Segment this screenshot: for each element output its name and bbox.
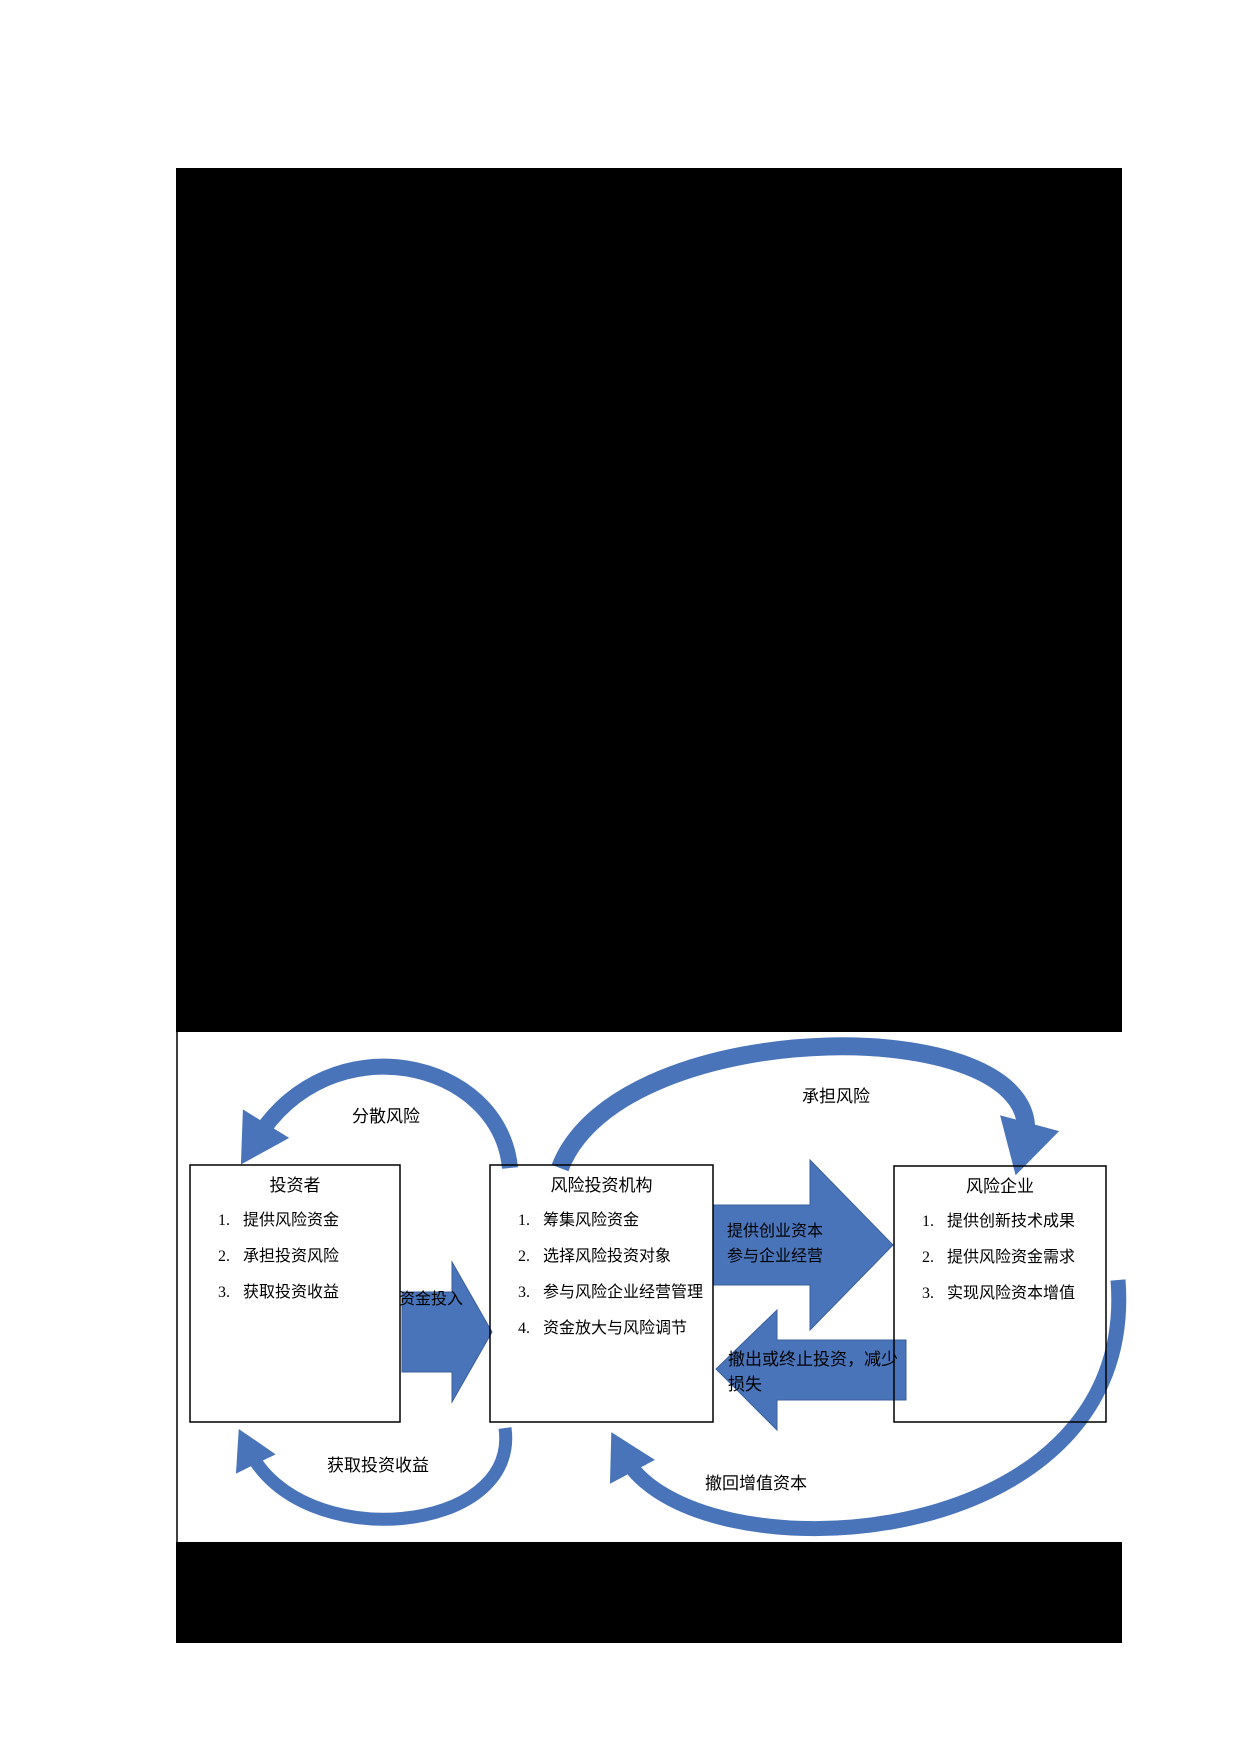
arc-withdraw-capital: [610, 1279, 1127, 1537]
box-investor: [189, 1164, 401, 1423]
label-provide-capital-line2: 参与企业经营: [727, 1248, 824, 1265]
list-item: 获取投资收益: [234, 1275, 400, 1311]
list-item: 筹集风险资金: [534, 1203, 713, 1239]
box-vc-firm-content: 风险投资机构 筹集风险资金 选择风险投资对象 参与风险企业经营管理 资金放大与风…: [490, 1165, 713, 1347]
box-vc-firm-list: 筹集风险资金 选择风险投资对象 参与风险企业经营管理 资金放大与风险调节: [490, 1203, 713, 1347]
label-gain-return: 获取投资收益: [327, 1456, 429, 1475]
list-item: 资金放大与风险调节: [534, 1311, 713, 1347]
arc-gain-return: [235, 1427, 513, 1526]
box-vc-firm-title: 风险投资机构: [550, 1176, 653, 1195]
label-capital-input: 资金投入: [399, 1291, 464, 1308]
list-item: 承担投资风险: [234, 1239, 400, 1275]
box-venture-title: 风险企业: [966, 1177, 1034, 1196]
label-provide-capital: 提供创业资本 参与企业经营: [727, 1219, 823, 1269]
label-withdraw-or-stop: 撤出或终止投资，减少损失: [728, 1350, 898, 1394]
label-provide-capital-line1: 提供创业资本: [727, 1223, 824, 1240]
list-item: 实现风险资本增值: [938, 1276, 1106, 1312]
box-venture-content: 风险企业 提供创新技术成果 提供风险资金需求 实现风险资本增值: [894, 1166, 1106, 1312]
arc-bear-risk: [551, 1037, 1060, 1176]
box-investor-title: 投资者: [269, 1176, 321, 1195]
redacted-block-bottom: [176, 1542, 1122, 1643]
list-item: 参与风险企业经营管理: [534, 1275, 713, 1311]
list-item: 选择风险投资对象: [534, 1239, 713, 1275]
list-item: 提供风险资金需求: [938, 1240, 1106, 1276]
list-item: 提供风险资金: [234, 1203, 400, 1239]
box-investor-list: 提供风险资金 承担投资风险 获取投资收益: [190, 1203, 400, 1311]
label-bear-risk: 承担风险: [802, 1087, 870, 1106]
list-item: 提供创新技术成果: [938, 1204, 1106, 1240]
redacted-block-top: [176, 168, 1122, 1032]
box-venture-list: 提供创新技术成果 提供风险资金需求 实现风险资本增值: [894, 1204, 1106, 1312]
label-withdraw-value-capital: 撤回增值资本: [705, 1474, 807, 1493]
arrow-provide-capital: [712, 1158, 894, 1332]
arrow-withdraw-or-stop: [715, 1308, 907, 1432]
box-venture: [893, 1165, 1107, 1423]
arrow-capital-input: [401, 1260, 493, 1404]
label-disperse-risk: 分散风险: [352, 1107, 420, 1126]
box-vc-firm: [489, 1164, 714, 1423]
box-investor-content: 投资者 提供风险资金 承担投资风险 获取投资收益: [190, 1165, 400, 1311]
arc-disperse-risk: [240, 1058, 518, 1170]
